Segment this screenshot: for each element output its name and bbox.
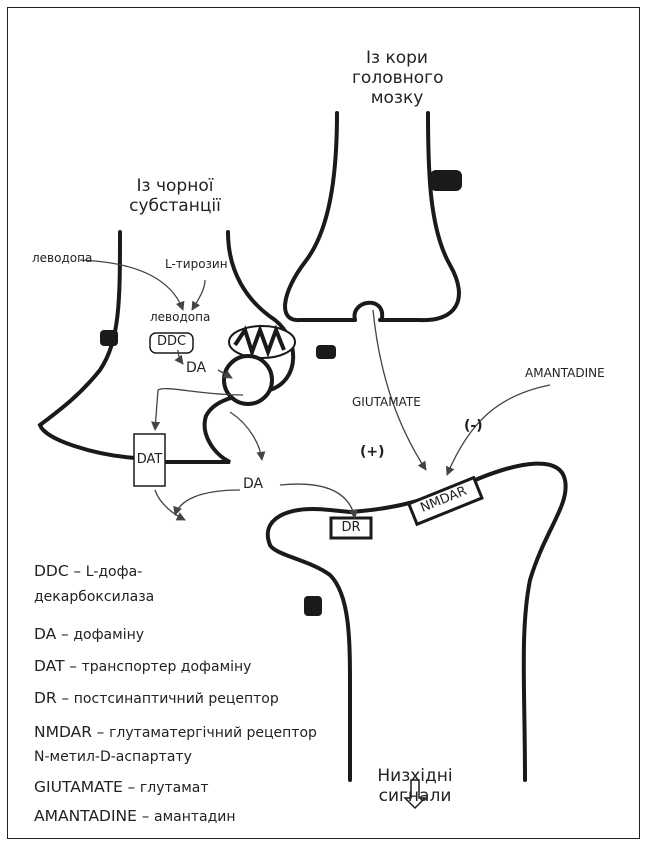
dr-box-label: DR xyxy=(331,520,371,535)
da-presynaptic-label: DA xyxy=(186,360,206,376)
downstream-signals-label: Низхідні сигнали xyxy=(360,766,470,806)
levodopa-outside-label: леводопа xyxy=(32,251,92,265)
legend-key: DAT xyxy=(34,657,65,675)
dopaminergic-bouton-right xyxy=(316,345,336,359)
ddc-box-label: DDC xyxy=(150,334,193,349)
legend-item-ddc: DDC – L-дофа- декарбоксилаза xyxy=(34,560,154,610)
legend-definition: постсинаптичний рецептор xyxy=(74,691,279,707)
mitochondrion xyxy=(229,326,295,358)
da-cleft-label: DA xyxy=(243,476,263,492)
legend-separator: – xyxy=(97,723,105,741)
postsynaptic-bouton xyxy=(304,596,322,616)
cortical-bouton xyxy=(430,170,462,191)
levodopa-inside-label: леводопа xyxy=(150,310,210,324)
legend-key: GIUTAMATE xyxy=(34,778,123,796)
minus-sign-label: (-) xyxy=(464,418,483,434)
legend-definition: дофаміну xyxy=(73,627,144,643)
legend-item-da: DA – дофаміну xyxy=(34,625,144,643)
legend-definition: глутамат xyxy=(140,780,209,796)
legend-item-dr: DR – постсинаптичний рецептор xyxy=(34,689,279,707)
arrow-release xyxy=(230,412,262,460)
arrow-amantadine-to-nmdar xyxy=(447,385,550,475)
arrow-tyrosine-to-levodopa xyxy=(192,280,205,310)
legend-key: NMDAR xyxy=(34,723,92,741)
plus-sign-label: (+) xyxy=(360,444,385,460)
dat-box-label: DAT xyxy=(134,452,165,467)
dopaminergic-bouton-left xyxy=(100,330,118,346)
arrow-da-to-dat xyxy=(155,389,243,430)
legend-key: DR xyxy=(34,689,57,707)
cortex-source-label: Із кори головного мозку xyxy=(352,48,442,108)
arrow-da-spread xyxy=(175,490,240,515)
substantia-source-label: Із чорної субстанції xyxy=(120,176,230,216)
legend-separator: – xyxy=(62,689,70,707)
legend-key: DA xyxy=(34,625,56,643)
legend-definition: амантадин xyxy=(154,809,236,825)
legend-separator: – xyxy=(73,562,81,580)
legend-key: DDC xyxy=(34,562,69,580)
legend-item-nmdar: NMDAR – глутаматергічний рецептор N-мети… xyxy=(34,721,317,769)
legend-separator: – xyxy=(128,778,136,796)
legend-item-glutamate: GIUTAMATE – глутамат xyxy=(34,778,209,796)
legend-separator: – xyxy=(61,625,69,643)
legend-item-dat: DAT – транспортер дофаміну xyxy=(34,657,251,675)
legend-separator: – xyxy=(69,657,77,675)
legend-item-amantadine: AMANTADINE – амантадин xyxy=(34,807,236,825)
synaptic-vesicle xyxy=(224,356,272,404)
cortical-neuron xyxy=(285,113,459,320)
legend-key: AMANTADINE xyxy=(34,807,137,825)
legend-separator: – xyxy=(142,807,150,825)
amantadine-label: AMANTADINE xyxy=(525,366,605,380)
legend-definition: транспортер дофаміну xyxy=(82,659,252,675)
glutamate-label: GIUTAMATE xyxy=(352,395,421,409)
l-tyrosine-label: L-тирозин xyxy=(165,257,228,271)
